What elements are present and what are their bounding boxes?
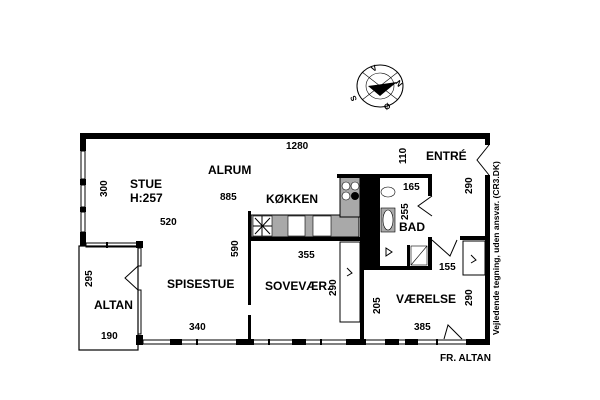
room-entre: ENTRÉ [426,148,467,163]
room-labels: STUE H:257 ALRUM KØKKEN ENTRÉ BAD ALTAN … [94,148,467,312]
dim-110: 110 [398,147,409,164]
dim-165: 165 [403,182,420,193]
dim-355: 355 [298,250,315,261]
dim-1280: 1280 [286,141,309,152]
disclaimer-text: Vejledende tegning, uden ansvar. (CR3.DK… [491,161,501,335]
dim-385: 385 [414,322,431,333]
room-altan: ALTAN [94,298,133,312]
room-stue-height: H:257 [130,191,163,205]
room-spisestue: SPISESTUE [167,277,234,291]
room-alrum: ALRUM [208,163,251,177]
walls [78,133,490,351]
dim-entre-290: 290 [464,177,475,194]
compass-s: S [348,94,359,103]
room-kokken: KØKKEN [266,192,318,206]
fr-altan-label: FR. ALTAN [440,353,491,364]
interior-walls [248,174,488,345]
dim-190: 190 [101,331,118,342]
dim-340: 340 [189,322,206,333]
dim-155: 155 [439,262,456,273]
dim-255: 255 [400,203,411,220]
dim-300: 300 [99,180,110,197]
room-stue: STUE [130,177,162,191]
dim-sovevaer-290: 290 [328,279,339,296]
compass-v: V [370,63,380,74]
compass-icon: V N S Ø [348,63,404,112]
dimension-labels: 1280 300 885 520 110 165 255 290 590 355… [84,141,475,342]
room-sovevaer: SOVEVÆR. [265,279,330,293]
dim-520: 520 [160,217,177,228]
dim-590: 590 [230,240,241,257]
dim-vaerelse-290: 290 [464,289,475,306]
room-bad: BAD [399,220,425,234]
compass-o: Ø [382,101,392,112]
dim-205: 205 [372,297,383,314]
compass-n: N [393,79,404,89]
dim-295: 295 [84,270,95,287]
room-vaerelse: VÆRELSE [396,292,456,306]
dim-885: 885 [220,192,237,203]
